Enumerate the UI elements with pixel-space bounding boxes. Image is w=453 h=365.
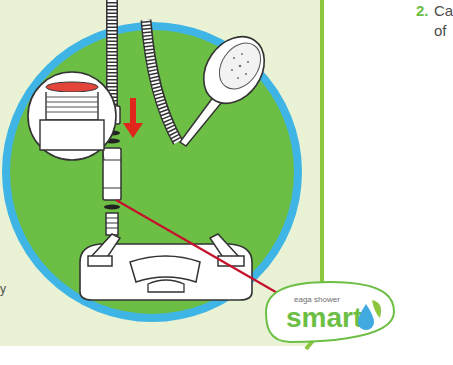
leaf [372,300,381,318]
leader-line [116,200,300,306]
washer [104,205,120,210]
tap-spout [130,256,200,282]
logo-wordmark: smart [286,304,362,332]
inset-thread [46,92,98,120]
shower-hose [146,20,178,142]
tap-handle-base [88,256,112,266]
tap-outlet [106,213,118,235]
adapter [103,148,121,200]
logo-badge: eaga showersmart [264,280,396,344]
text-label: Ca [434,3,453,18]
shower-face [211,35,269,97]
text-label: of [434,23,447,38]
adapter-line [103,188,121,189]
direction-arrow [130,98,136,124]
shower-holes [231,53,249,79]
logo-subtitle: eaga shower [294,296,340,304]
inset-circle [28,72,116,160]
text-label: y [0,283,6,295]
thread [46,97,98,112]
shower-handle [180,96,222,146]
inset-body [40,120,104,150]
shower-head [191,25,277,115]
red-washer [46,82,98,92]
water-drop [358,304,374,330]
text-label: 2. [416,3,429,18]
spout-mouth [148,280,184,292]
badge-shape [266,282,394,342]
adapter-line [103,160,121,161]
shower-hose-outline [146,20,178,142]
arrow-head [123,123,143,138]
thread [106,218,118,228]
